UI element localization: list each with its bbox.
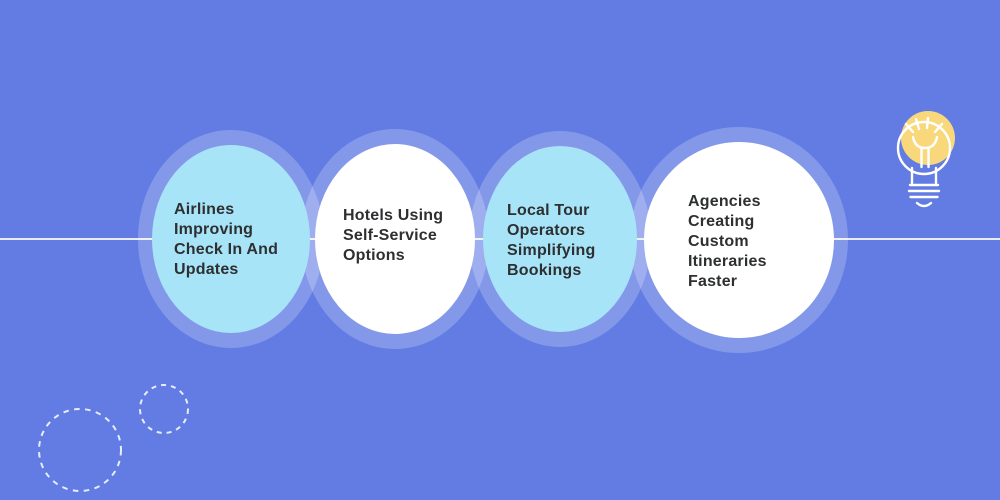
bubble-agencies — [644, 142, 834, 338]
label-line: Bookings — [507, 262, 582, 279]
dashed-circle-small — [139, 384, 189, 434]
label-line: Custom — [688, 233, 749, 250]
label-line: Self-Service — [343, 227, 438, 244]
bubble-airlines-label: Airlines Improving Check In And Updates — [174, 200, 278, 280]
bubble-airlines — [152, 145, 310, 333]
dashed-circle-large — [38, 408, 122, 492]
lightbulb-icon — [896, 111, 955, 208]
label-line: Local Tour — [507, 202, 590, 219]
label-line: Options — [343, 247, 405, 264]
label-line: Itineraries — [688, 253, 767, 270]
label-line: Airlines — [174, 201, 235, 218]
label-line: Check In And — [174, 241, 279, 258]
label-line: Simplifying — [507, 242, 596, 259]
bubble-agencies-label: Agencies Creating Custom Itineraries Fas… — [688, 192, 767, 292]
bubble-tour-operators — [483, 146, 637, 332]
label-line: Updates — [174, 261, 239, 278]
label-line: Operators — [507, 222, 586, 239]
label-line: Improving — [174, 221, 254, 238]
dashed-circles-decoration — [38, 384, 189, 492]
label-line: Hotels Using — [343, 207, 444, 224]
bubble-tour-operators-label: Local Tour Operators Simplifying Booking… — [507, 201, 595, 281]
bubble-hotels-label: Hotels Using Self-Service Options — [343, 206, 443, 266]
label-line: Faster — [688, 273, 738, 290]
label-line: Agencies — [688, 193, 761, 210]
bubble-hotels — [315, 144, 475, 334]
label-line: Creating — [688, 213, 755, 230]
